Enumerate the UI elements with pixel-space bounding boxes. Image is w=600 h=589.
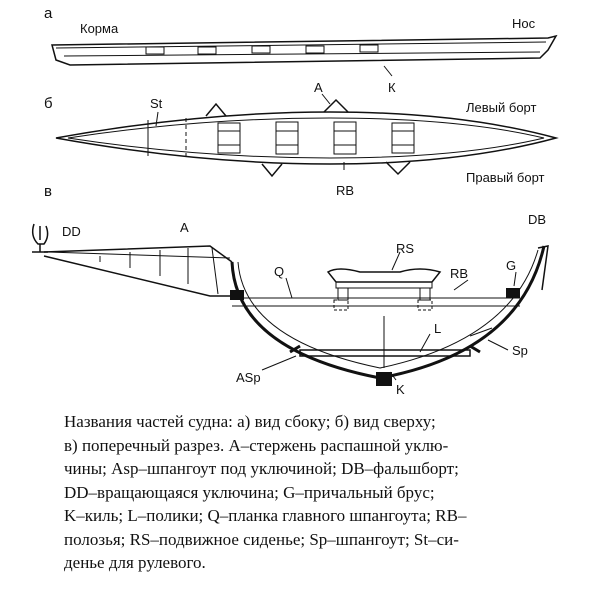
- caption-line: в) поперечный разрез. A–стержень распашн…: [64, 435, 449, 455]
- port-label: Левый борт: [466, 100, 537, 115]
- q-label: Q: [274, 264, 284, 279]
- caption-line: полозья; RS–подвижное сиденье; Sp–шпанго…: [64, 529, 459, 549]
- caption-line: чины; Asp–шпангоут под уключиной; DB–фал…: [64, 459, 459, 478]
- db-label: DB: [528, 212, 546, 227]
- top-view-hull: [55, 93, 559, 178]
- k-label-section: K: [396, 382, 405, 397]
- a-label-section: A: [180, 220, 189, 235]
- caption-line: DD–вращающаяся уключина; G–причальный бр…: [64, 482, 435, 502]
- l-label: L: [434, 321, 441, 336]
- rb-label-section: RB: [450, 266, 468, 281]
- sp-label: Sp: [512, 343, 528, 358]
- starboard-label: Правый борт: [466, 170, 545, 185]
- cross-section: [31, 223, 549, 386]
- rb-label-top: RB: [336, 183, 354, 198]
- caption-line: денье для рулевого.: [64, 553, 206, 572]
- side-view-hull: [51, 34, 558, 77]
- keel-label-side: К: [388, 80, 396, 95]
- panel-b-label: б: [44, 95, 53, 112]
- rs-label: RS: [396, 241, 414, 256]
- stern-label: Корма: [80, 21, 119, 36]
- caption-line: Названия частей судна: а) вид сбоку; б) …: [64, 412, 436, 431]
- bow-label: Нос: [512, 16, 536, 31]
- a-label-top: A: [314, 80, 323, 95]
- g-label: G: [506, 258, 516, 273]
- figure-caption: Названия частей судна: а) вид сбоку; б) …: [64, 410, 592, 575]
- asp-label: ASp: [236, 370, 261, 385]
- panel-c-label: в: [44, 183, 52, 200]
- dd-label: DD: [62, 224, 81, 239]
- panel-a-label: а: [44, 5, 53, 22]
- st-label: St: [150, 96, 163, 111]
- boat-diagram: а Корма Нос К б St: [31, 5, 559, 397]
- caption-line: K–киль; L–полики; Q–планка главного шпан…: [64, 506, 467, 525]
